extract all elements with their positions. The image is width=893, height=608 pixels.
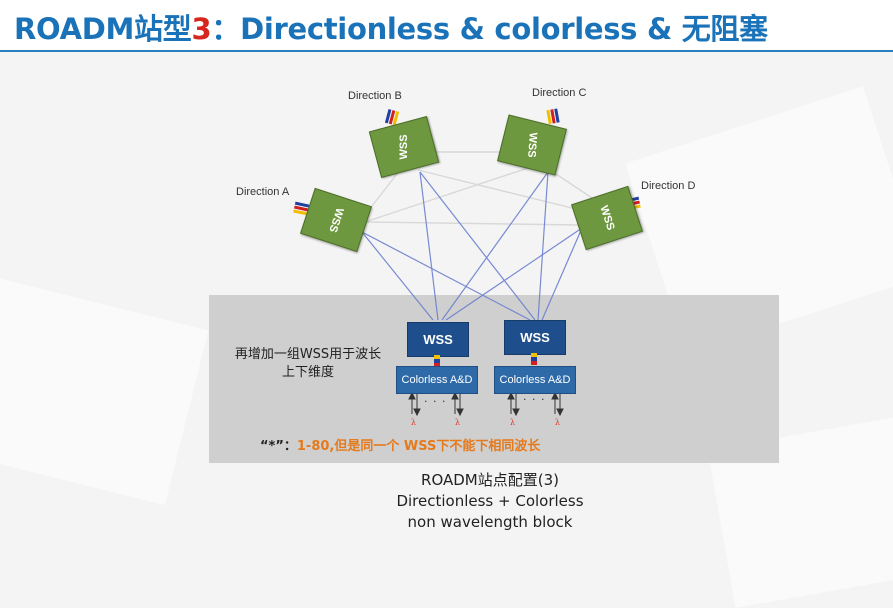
mesh-line: [364, 167, 529, 223]
jumper-connector-2: [531, 353, 537, 365]
title-suffix: ：Directionless & colorless & 无阻塞: [211, 12, 768, 46]
colorless-ad-module-2: Colorless A&D: [494, 366, 576, 394]
note-text: 1-80,但是同一个 WSS下不能下相同波长: [296, 439, 541, 454]
add-drop-wss-1: WSS: [407, 322, 469, 357]
mesh-line: [361, 231, 434, 321]
wss-label: WSS: [398, 134, 410, 160]
mesh-line: [417, 169, 581, 211]
caption-line-1: ROADM站点配置(3): [421, 471, 559, 489]
caption-line-3: non wavelength block: [407, 513, 573, 531]
wavelength-note: “*”：1-80,但是同一个 WSS下不能下相同波长: [260, 435, 540, 454]
add-drop-wss-2: WSS: [504, 320, 566, 355]
direction-c-wss: WSS: [497, 114, 567, 176]
mesh-line: [549, 169, 596, 201]
mesh-line: [441, 171, 549, 321]
mesh-line: [361, 231, 531, 321]
direction-d-label: Direction D: [641, 180, 696, 192]
mesh-line: [419, 171, 439, 321]
lambda-label: λ: [510, 418, 516, 427]
title-prefix: ROADM站型: [14, 12, 192, 46]
slide-title: ROADM站型3：Directionless & colorless & 无阻塞: [14, 6, 768, 48]
jumper-connector-1: [434, 355, 440, 367]
title-bar: ROADM站型3：Directionless & colorless & 无阻塞: [0, 0, 893, 52]
mesh-line: [364, 221, 581, 226]
lambda-label: λ: [555, 418, 561, 427]
side-note: 再增加一组WSS用于波长上下维度: [234, 347, 382, 380]
colorless-ad-module-1: Colorless A&D: [396, 366, 478, 394]
title-underline: [0, 50, 893, 52]
ellipsis-2: · · ·: [523, 393, 546, 406]
wss-label: WSS: [525, 132, 539, 158]
mesh-line: [445, 227, 583, 321]
direction-b-label: Direction B: [348, 90, 402, 102]
lambda-label: λ: [411, 418, 417, 427]
caption-line-2: Directionless + Colorless: [396, 492, 584, 510]
mesh-line: [537, 171, 549, 321]
mesh-connections: [361, 151, 596, 417]
ellipsis-1: · · ·: [424, 395, 447, 408]
mesh-line: [419, 171, 536, 321]
mesh-line: [541, 227, 583, 321]
direction-a-label: Direction A: [236, 186, 290, 198]
diagram-caption: ROADM站点配置(3) Directionless + Colorless n…: [330, 470, 650, 533]
lambda-label: λ: [455, 418, 461, 427]
note-quote: “*”：: [260, 439, 297, 454]
title-number: 3: [191, 12, 212, 46]
direction-c-label: Direction C: [532, 87, 587, 99]
